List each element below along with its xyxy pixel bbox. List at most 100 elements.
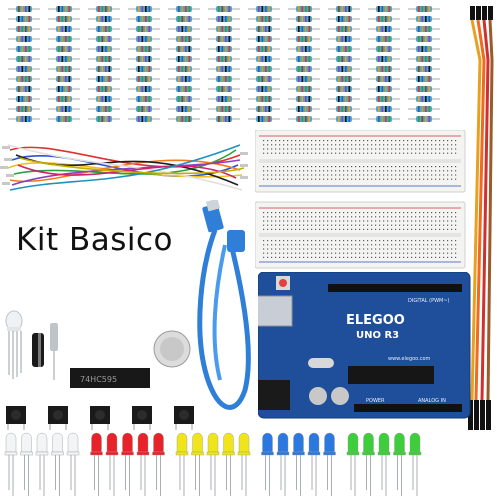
resistor xyxy=(8,86,40,92)
resistor xyxy=(328,6,360,12)
jumper-ribbon-right xyxy=(468,6,494,430)
led-red xyxy=(121,432,134,496)
resistor xyxy=(48,106,80,112)
resistor xyxy=(288,96,320,102)
led-green xyxy=(377,432,391,496)
resistor xyxy=(248,36,280,42)
resistor xyxy=(88,106,120,112)
resistor xyxy=(368,116,400,122)
resistor xyxy=(368,46,400,52)
resistor xyxy=(128,66,160,72)
resistor xyxy=(48,116,80,122)
resistor xyxy=(88,116,120,122)
push-button xyxy=(48,406,68,430)
resistor xyxy=(208,96,240,102)
resistor xyxy=(288,36,320,42)
led-white xyxy=(35,432,49,496)
led-yellow xyxy=(191,432,204,496)
led-blue xyxy=(261,432,274,496)
resistor xyxy=(328,106,360,112)
resistor xyxy=(248,16,280,22)
power-jack xyxy=(258,380,290,410)
resistor xyxy=(368,86,400,92)
resistor xyxy=(328,66,360,72)
resistor xyxy=(88,16,120,22)
resistor xyxy=(328,76,360,82)
led-green xyxy=(362,432,375,496)
resistor xyxy=(408,116,440,122)
resistor xyxy=(208,36,240,42)
web-label: www.elegoo.com xyxy=(388,356,431,362)
resistor xyxy=(248,116,280,122)
resistor xyxy=(8,56,40,62)
potentiometer xyxy=(50,323,58,380)
led-blue xyxy=(323,432,336,496)
resistor xyxy=(328,96,360,102)
resistor xyxy=(48,26,80,32)
resistor xyxy=(208,6,240,12)
resistor xyxy=(408,36,440,42)
push-button xyxy=(132,406,152,430)
led-white xyxy=(51,432,64,496)
resistor xyxy=(288,6,320,12)
resistor xyxy=(8,76,40,82)
resistor xyxy=(168,106,200,112)
resistor xyxy=(328,16,360,22)
resistor xyxy=(208,86,240,92)
resistor xyxy=(128,16,160,22)
breadboards xyxy=(255,130,466,269)
resistor xyxy=(368,26,400,32)
resistor xyxy=(328,26,360,32)
resistor xyxy=(368,6,400,12)
resistor xyxy=(408,76,440,82)
jumper-wire-bundle xyxy=(0,144,248,191)
led-yellow xyxy=(222,432,235,496)
shift-register-chip: 74HC595 xyxy=(70,368,150,388)
reset-button xyxy=(279,279,287,287)
resistor xyxy=(288,16,320,22)
resistor xyxy=(328,56,360,62)
resistor xyxy=(248,96,280,102)
resistor xyxy=(208,76,240,82)
breadboard-top xyxy=(255,130,466,193)
resistor xyxy=(408,86,440,92)
resistor xyxy=(208,26,240,32)
resistor xyxy=(328,116,360,122)
resistor xyxy=(168,76,200,82)
led-yellow xyxy=(175,432,189,496)
resistor xyxy=(248,26,280,32)
rgb-led xyxy=(5,310,23,379)
resistor xyxy=(408,46,440,52)
push-button xyxy=(6,406,26,430)
resistor xyxy=(288,106,320,112)
usb-cable xyxy=(197,200,251,410)
led-red xyxy=(90,432,103,496)
led-white xyxy=(66,432,80,496)
led-white xyxy=(20,432,33,496)
resistor xyxy=(8,6,40,12)
resistor xyxy=(128,26,160,32)
resistor xyxy=(88,6,120,12)
led-blue xyxy=(292,432,305,496)
led-white xyxy=(4,432,18,496)
model-label: UNO R3 xyxy=(356,330,399,341)
chip-label: 74HC595 xyxy=(80,375,117,384)
resistor xyxy=(128,86,160,92)
resistor xyxy=(8,96,40,102)
resistor xyxy=(328,36,360,42)
resistor xyxy=(168,6,200,12)
resistor xyxy=(128,116,160,122)
resistor xyxy=(48,56,80,62)
resistor xyxy=(288,66,320,72)
resistor xyxy=(168,36,200,42)
resistor xyxy=(288,116,320,122)
resistor xyxy=(48,36,80,42)
resistor xyxy=(248,86,280,92)
resistor xyxy=(408,16,440,22)
resistor xyxy=(208,16,240,22)
resistor xyxy=(408,56,440,62)
resistor xyxy=(408,6,440,12)
resistor xyxy=(248,56,280,62)
breadboard-bottom xyxy=(255,201,466,269)
resistor xyxy=(168,86,200,92)
